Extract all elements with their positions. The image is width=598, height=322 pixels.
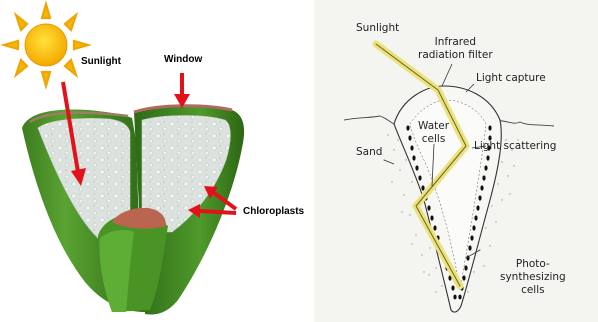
cross-section-panel: Sunlight Infrared radiation filter Light… <box>314 0 598 322</box>
label-photosynthesizing-cells: Photo- synthesizing cells <box>500 258 566 297</box>
label-chloroplasts: Chloroplasts <box>243 206 304 217</box>
plant-photo-panel: Sunlight Window Chloroplasts <box>0 0 312 322</box>
plant-illustration <box>0 0 312 322</box>
label-window: Window <box>164 54 202 65</box>
label-sand: Sand <box>356 146 382 159</box>
label-sunlight-right: Sunlight <box>356 22 399 35</box>
label-water-cells: Water cells <box>418 120 449 146</box>
sun-icon <box>4 4 88 86</box>
label-light-scattering: Light scattering <box>474 140 556 153</box>
label-sunlight-left: Sunlight <box>81 56 121 67</box>
label-light-capture: Light capture <box>476 72 546 85</box>
window-arrow <box>174 73 190 108</box>
label-infrared-filter: Infrared radiation filter <box>418 36 493 62</box>
